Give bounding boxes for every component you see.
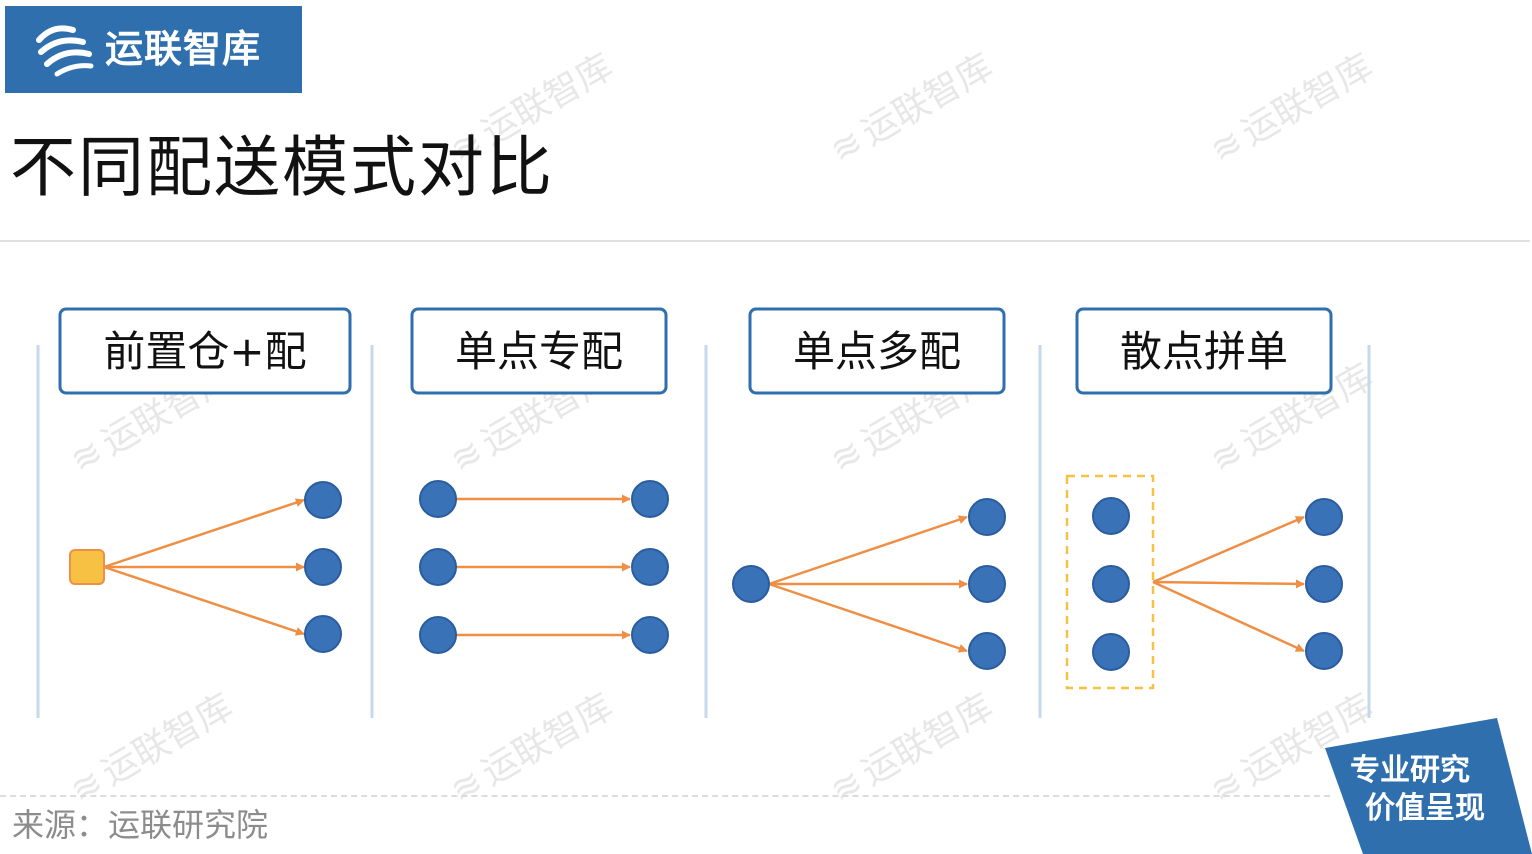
mode-diagram-single-point-multi (732, 498, 1006, 670)
brand-logo: 运联智库 (5, 6, 302, 93)
mode-diagram-front-warehouse (69, 481, 342, 653)
mode-card-single-point-multi: 单点多配 (748, 307, 1006, 395)
destination-node (304, 481, 342, 519)
mode-label: 前置仓+配 (103, 327, 306, 376)
origin-node (1092, 497, 1130, 535)
delivery-arrow (103, 565, 305, 636)
badge-slogan-line1: 专业研究 (1350, 753, 1470, 788)
destination-node (631, 616, 669, 654)
delivery-arrow (768, 515, 968, 586)
delivery-arrow (1152, 515, 1305, 584)
destination-node (968, 632, 1006, 670)
delivery-arrow (1152, 579, 1305, 589)
title-divider (0, 240, 1530, 242)
source-note: 来源：运联研究院 (12, 806, 269, 844)
destination-node (1305, 498, 1343, 536)
destination-node (968, 498, 1006, 536)
destination-node (631, 548, 669, 586)
page-title: 不同配送模式对比 (10, 129, 554, 206)
consolidation-group-box (1065, 474, 1155, 690)
destination-node (304, 548, 342, 586)
delivery-arrow (1152, 580, 1305, 653)
origin-node (1092, 633, 1130, 671)
logo-swirl-icon (36, 25, 94, 77)
delivery-arrow (103, 498, 305, 569)
destination-node (968, 565, 1006, 603)
origin-node (1092, 565, 1130, 603)
destination-node (1305, 632, 1343, 670)
logo-text: 运联智库 (105, 27, 262, 71)
destination-node (1305, 565, 1343, 603)
origin-node (732, 565, 770, 603)
mode-diagram-single-point-dedicated (419, 480, 669, 654)
slogan-badge (1325, 718, 1532, 854)
mode-card-front-warehouse: 前置仓+配 (58, 307, 352, 395)
origin-node (419, 548, 457, 586)
destination-node (631, 480, 669, 518)
footer-divider (0, 795, 1330, 797)
mode-card-scattered-consolidated: 散点拼单 (1075, 307, 1333, 395)
destination-node (304, 615, 342, 653)
origin-node (419, 480, 457, 518)
mode-label: 单点专配 (455, 327, 623, 376)
badge-slogan-line2: 价值呈现 (1365, 791, 1485, 826)
warehouse-node (69, 549, 105, 585)
origin-node (419, 616, 457, 654)
mode-diagram-scattered-consolidated (1065, 474, 1343, 690)
delivery-arrow (768, 582, 968, 653)
mode-label: 散点拼单 (1120, 327, 1288, 376)
mode-label: 单点多配 (793, 327, 961, 376)
mode-card-single-point-dedicated: 单点专配 (410, 307, 668, 395)
